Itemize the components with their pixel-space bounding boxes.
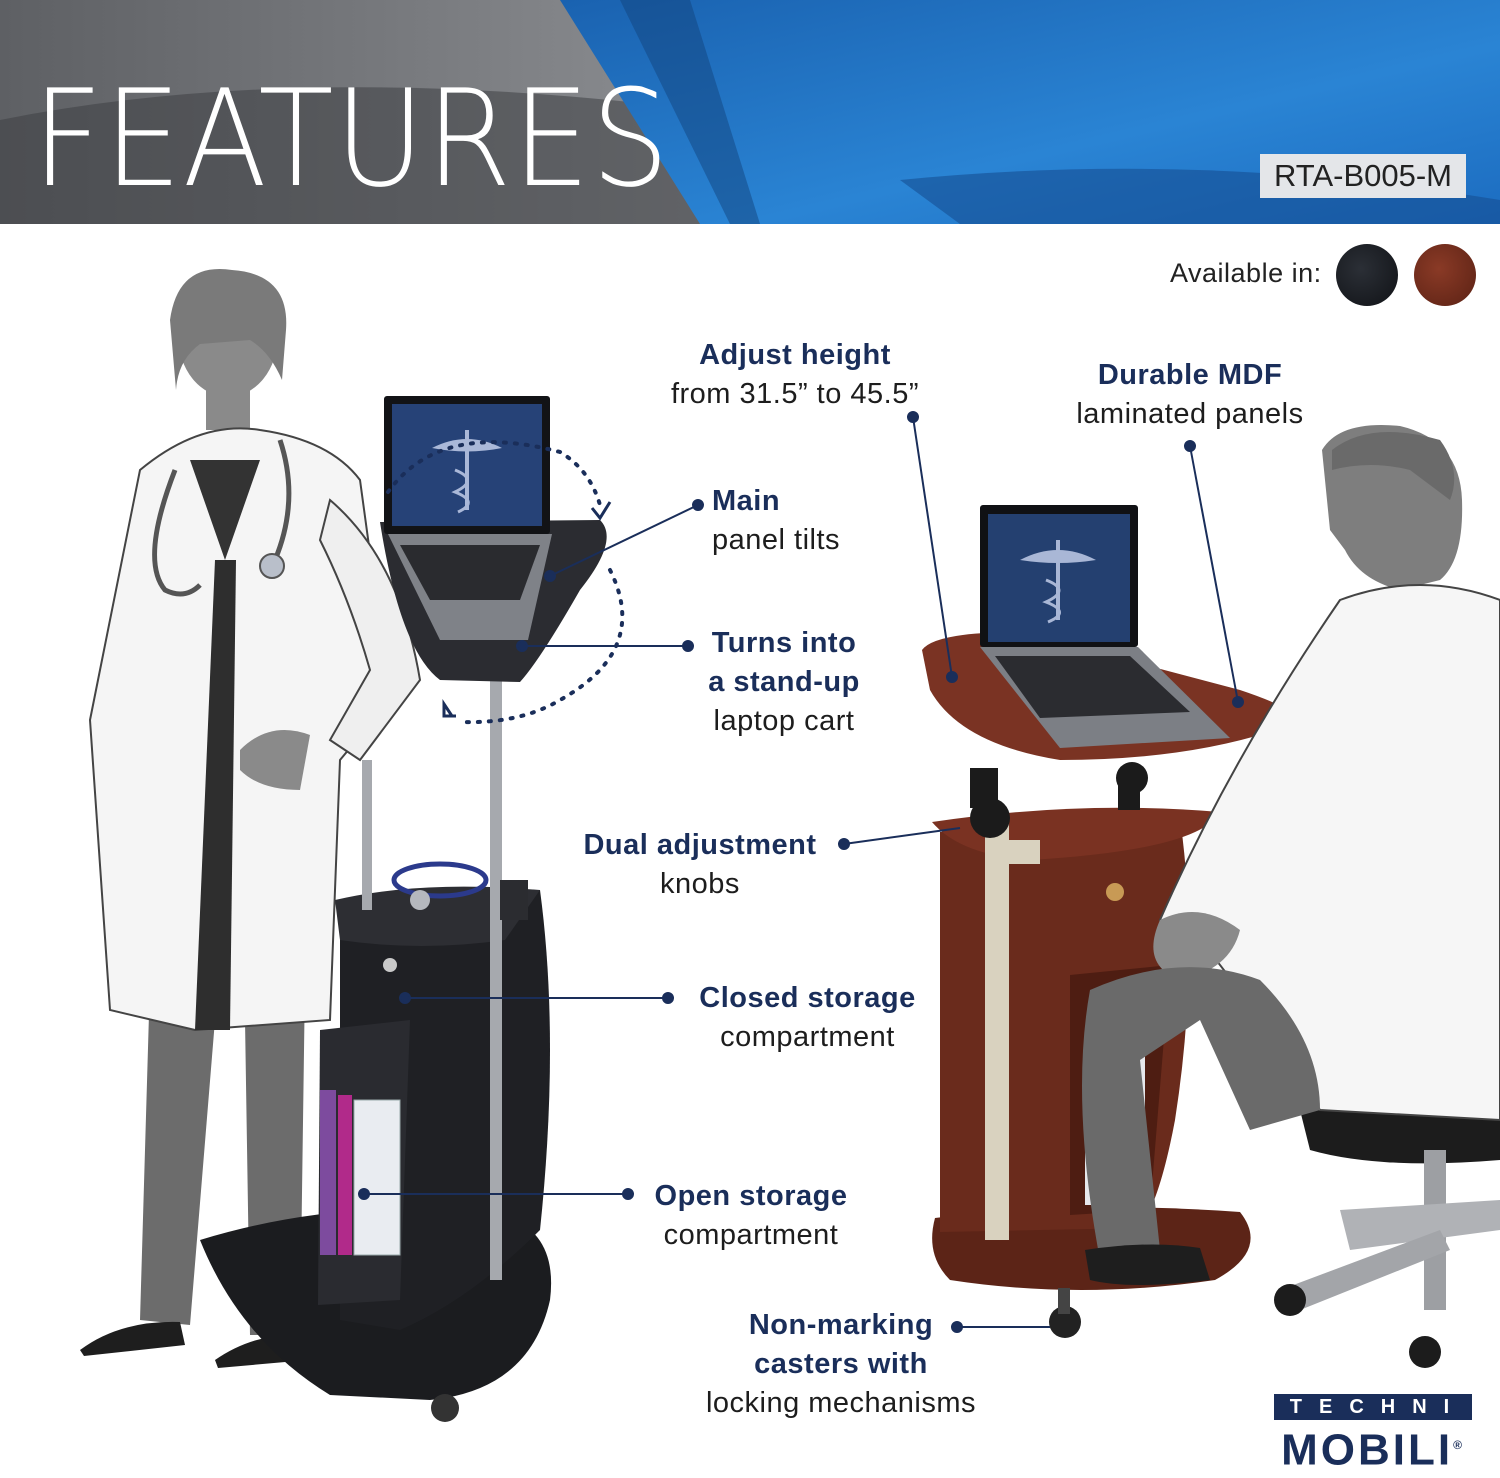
seated-doctor-figure — [1082, 425, 1500, 1368]
logo-bottom-text: MOBILI® — [1281, 1425, 1465, 1475]
feature-adjust-height: Adjust height from 31.5” to 45.5” — [670, 339, 920, 410]
feature-open-storage: Open storage compartment — [654, 1180, 848, 1251]
feature-stand-up-cart: Turns into a stand-up laptop cart — [708, 627, 860, 737]
model-number-badge: RTA-B005-M — [1260, 154, 1466, 198]
brown-laptop-cart — [922, 505, 1299, 1338]
feature-closed-storage: Closed storage compartment — [699, 982, 916, 1053]
page-title: FEATURES — [32, 61, 671, 217]
brown-color-swatch — [1414, 244, 1476, 306]
feature-dual-adjustment-knobs: Dual adjustment knobs — [583, 829, 817, 900]
feature-durable-mdf: Durable MDF laminated panels — [1076, 359, 1304, 430]
techni-mobili-logo: TECHNI MOBILI® — [1274, 1394, 1472, 1476]
available-in-label: Available in: — [1170, 258, 1322, 288]
black-laptop-cart — [200, 396, 625, 1422]
feature-main-panel-tilts: Main panel tilts — [712, 485, 841, 556]
callout-lines — [358, 411, 1244, 1333]
header-banner: FEATURES RTA-B005-M — [0, 0, 1500, 224]
black-color-swatch — [1336, 244, 1398, 306]
logo-top-text: TECHNI — [1274, 1394, 1472, 1420]
feature-non-marking-casters: Non-marking casters with locking mechani… — [705, 1309, 977, 1419]
product-illustration — [80, 269, 1500, 1422]
